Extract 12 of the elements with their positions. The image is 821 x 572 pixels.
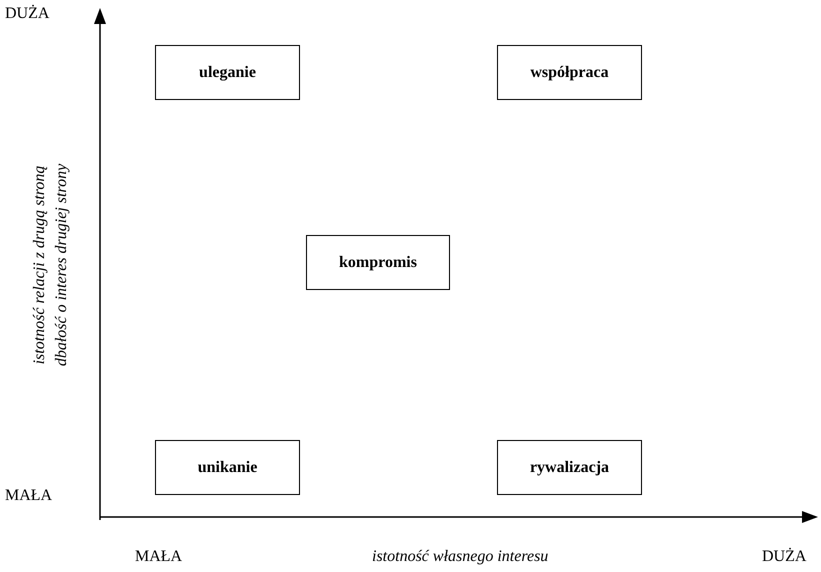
axis-value-label: MAŁA (5, 487, 52, 505)
axis-title: istotność relacji z drugą stroną (31, 166, 49, 364)
strategy-box: unikanie (155, 440, 300, 495)
strategy-box: rywalizacja (497, 440, 642, 495)
axis-value-label: DUŻA (5, 5, 50, 23)
axis-value-label: MAŁA (135, 548, 182, 566)
axis-title: dbałość o interes drugiej strony (53, 164, 71, 366)
axis-title: istotność własnego interesu (372, 548, 548, 566)
axis-value-label: DUŻA (762, 548, 806, 566)
strategy-box: kompromis (306, 235, 450, 290)
strategy-box: uleganie (155, 45, 300, 100)
strategy-box: współpraca (497, 45, 642, 100)
